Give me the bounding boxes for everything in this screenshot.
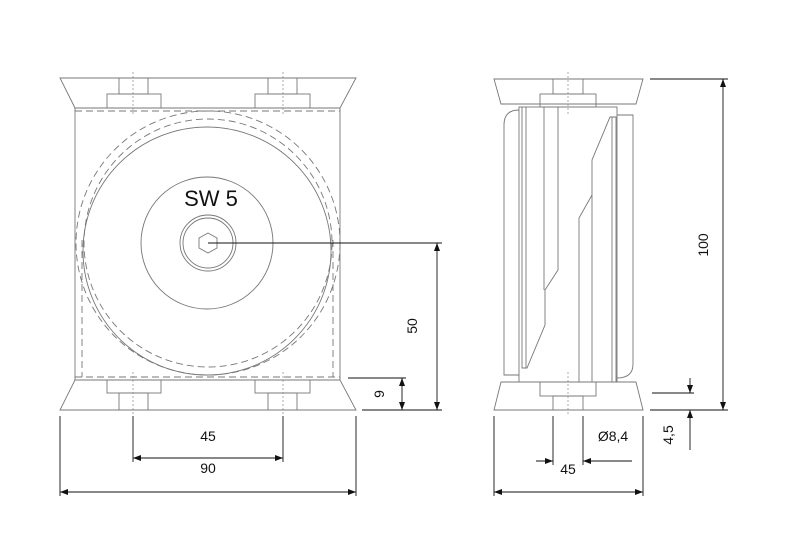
hex-socket-icon: [198, 232, 218, 254]
dim-height: 100: [695, 233, 711, 257]
side-view: 100 4,5 Ø8,4 45: [493, 72, 728, 496]
dim-axis-height: 50: [404, 318, 420, 334]
top-flange: [493, 78, 644, 105]
dim-depth: 45: [560, 461, 576, 477]
dim-offset: 4,5: [660, 425, 676, 445]
wheel-outline: [82, 126, 332, 376]
dim-flange: 9: [371, 390, 387, 398]
bolt-top-left: [106, 77, 162, 109]
bottom-flange: [59, 379, 357, 411]
bolt-bottom-left: [106, 379, 162, 411]
dim-bore: Ø8,4: [598, 428, 629, 444]
top-flange: [59, 77, 357, 109]
frame: [518, 106, 618, 383]
housing-body: [74, 107, 341, 381]
wrench-size-label: SW 5: [184, 186, 238, 211]
front-view: SW 5 50 9 45 90: [59, 72, 442, 496]
bolt-top-right: [254, 77, 311, 109]
bolt-bottom-right: [254, 379, 311, 411]
dim-width: 90: [200, 460, 216, 476]
dim-hole-spacing: 45: [200, 428, 216, 444]
